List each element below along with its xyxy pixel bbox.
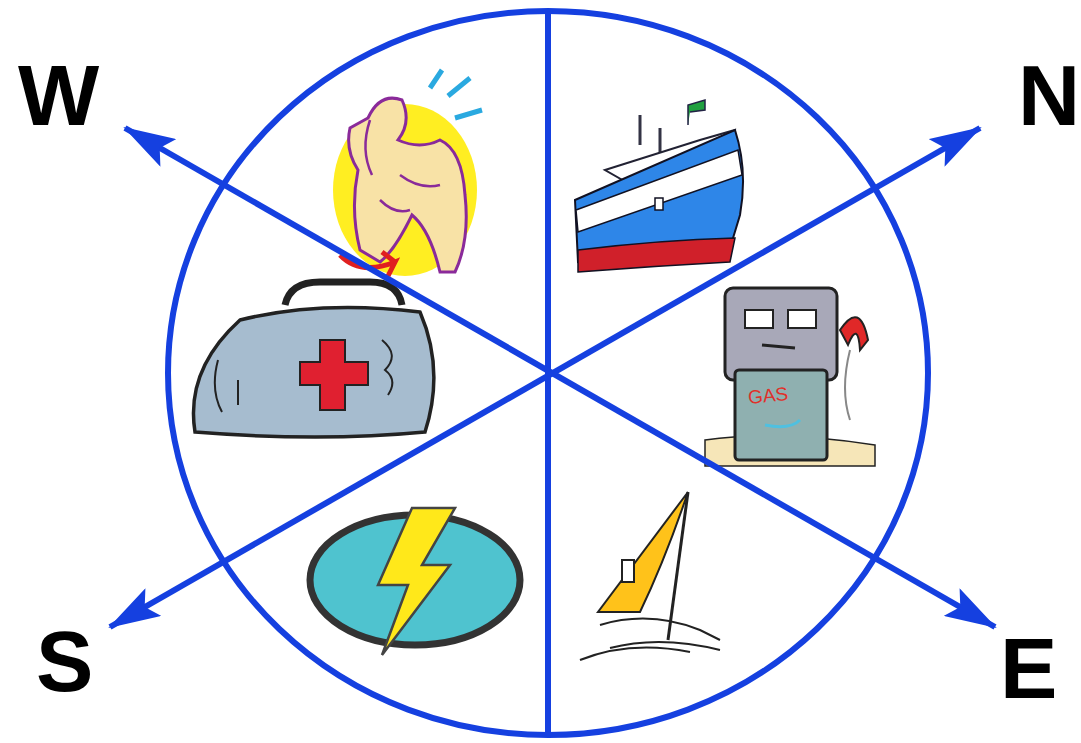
pump-label: GAS — [747, 384, 789, 407]
gas-pump-clipart — [705, 288, 875, 466]
compass-arrow — [110, 128, 980, 627]
compass-arrow — [125, 128, 995, 627]
direction-letter: N — [1018, 52, 1080, 138]
direction-letter: S — [36, 618, 93, 704]
lightning-clipart — [310, 508, 520, 655]
direction-letter: E — [1000, 625, 1057, 711]
medical-bag-clipart — [193, 282, 433, 437]
sailboat-clipart — [580, 492, 720, 660]
strongman-clipart — [333, 70, 482, 276]
ship-clipart — [575, 100, 743, 272]
direction-letter: W — [18, 52, 99, 138]
